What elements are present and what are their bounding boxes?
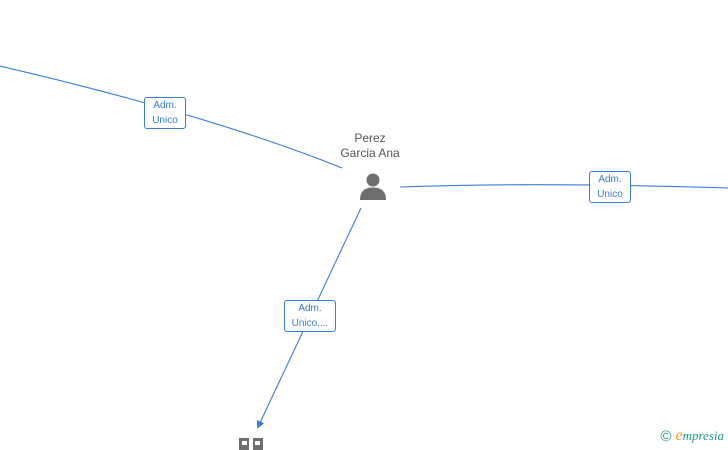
edge-label-left-line1: Adm. (153, 100, 177, 111)
edge-right (399, 184, 728, 189)
brand-initial: e (675, 427, 683, 444)
edge-label-right-line2: Unico (597, 189, 623, 200)
person-name-line1: Perez (354, 131, 386, 145)
edge-label-down-line1: Adm. (298, 303, 322, 314)
copyright-symbol: © (660, 427, 672, 445)
edge-left (0, 65, 343, 169)
edge-label-down-line2: Unico,... (291, 318, 329, 329)
building-icon[interactable] (238, 437, 264, 450)
person-node-name[interactable]: Perez Garcia Ana (320, 131, 420, 161)
brand-rest: mpresia (682, 428, 724, 443)
brand-logo: empresia (675, 427, 724, 445)
edge-label-left-line2: Unico (152, 115, 178, 126)
person-name-line2: Garcia Ana (340, 146, 400, 160)
edge-label-down[interactable]: Adm. Unico,... (284, 300, 336, 332)
edge-label-right[interactable]: Adm. Unico (589, 171, 631, 203)
person-icon[interactable] (357, 170, 389, 202)
empresia-watermark: © empresia (660, 427, 724, 445)
edge-label-right-line1: Adm. (598, 174, 622, 185)
edge-label-left[interactable]: Adm. Unico (144, 97, 186, 129)
